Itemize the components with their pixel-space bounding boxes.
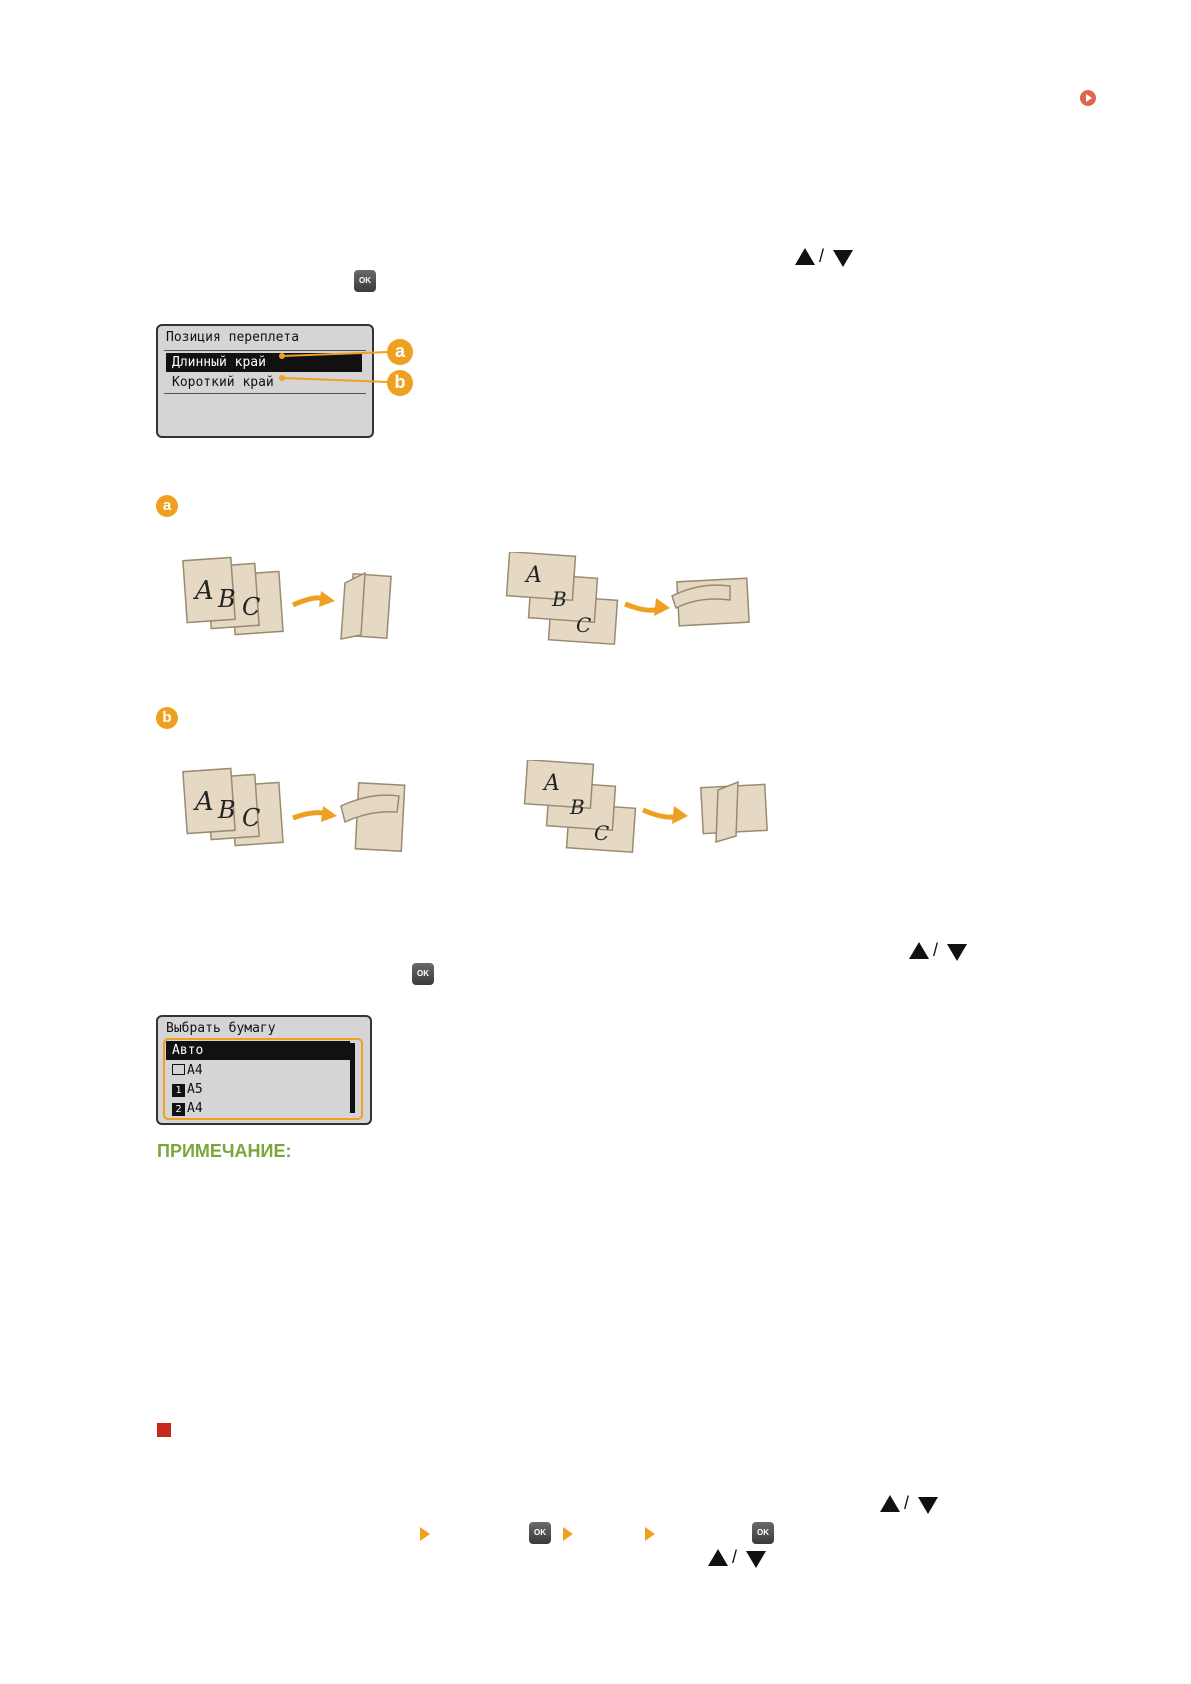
- down-arrow-key-icon: [746, 1551, 766, 1568]
- up-arrow-key-icon: [708, 1549, 728, 1566]
- slash-separator: /: [732, 1547, 738, 1567]
- svg-text:A: A: [193, 576, 214, 606]
- svg-text:B: B: [551, 587, 567, 611]
- svg-text:A: A: [542, 771, 560, 796]
- section-a-badge: a: [156, 495, 178, 517]
- down-arrow-key-icon: [947, 944, 967, 961]
- lcd-list-highlight: [163, 1038, 363, 1120]
- step-arrow-icon: [645, 1527, 655, 1541]
- callout-lines: [279, 351, 389, 383]
- svg-text:B: B: [569, 795, 585, 819]
- lcd-item-long-edge[interactable]: Длинный край: [166, 353, 362, 372]
- callout-badge-a: a: [387, 339, 413, 365]
- up-arrow-key-icon: [880, 1495, 900, 1512]
- slash-separator: /: [904, 1493, 910, 1513]
- ok-key-icon: OK: [529, 1522, 551, 1544]
- section-marker-icon: [157, 1423, 171, 1437]
- svg-text:C: C: [242, 804, 260, 832]
- tray-2-icon: 2: [172, 1103, 185, 1116]
- item-label: A4: [187, 1063, 203, 1078]
- ok-key-icon: OK: [412, 963, 434, 985]
- tray-1-icon: 1: [172, 1084, 185, 1097]
- step-arrow-icon: [563, 1527, 573, 1541]
- lcd-title: Позиция переплета: [166, 330, 300, 345]
- svg-text:A: A: [193, 787, 214, 817]
- item-label: A4: [187, 1101, 203, 1116]
- up-arrow-key-icon: [795, 248, 815, 265]
- down-arrow-key-icon: [918, 1497, 938, 1514]
- callout-badge-b: b: [387, 370, 413, 396]
- svg-text:C: C: [576, 613, 591, 637]
- illustration-landscape-long-edge: A B C: [505, 552, 750, 646]
- item-label: A5: [187, 1082, 203, 1097]
- step-arrow-icon: [420, 1527, 430, 1541]
- ok-key-icon: OK: [752, 1522, 774, 1544]
- lcd-title: Выбрать бумагу: [166, 1021, 276, 1036]
- svg-text:C: C: [242, 593, 260, 621]
- svg-text:A: A: [524, 563, 542, 588]
- drawer-icon: [172, 1064, 185, 1075]
- lcd-item-short-edge[interactable]: Короткий край: [172, 375, 274, 390]
- up-arrow-key-icon: [909, 942, 929, 959]
- svg-text:C: C: [594, 821, 609, 845]
- ok-key-icon: OK: [354, 270, 376, 292]
- lcd-scrollbar[interactable]: [350, 1043, 355, 1113]
- illustration-landscape-short-edge: A B C: [523, 760, 768, 854]
- section-b-badge: b: [156, 707, 178, 729]
- lcd-item-drawer-a4[interactable]: A4: [166, 1061, 350, 1080]
- illustration-portrait-long-edge: A B C: [182, 556, 392, 640]
- down-arrow-key-icon: [833, 250, 853, 267]
- note-title: ПРИМЕЧАНИЕ:: [157, 1141, 292, 1161]
- svg-text:B: B: [217, 585, 236, 613]
- slash-separator: /: [819, 246, 825, 266]
- lcd-item-auto[interactable]: Авто: [166, 1041, 350, 1060]
- illustration-portrait-short-edge: A B C: [182, 767, 406, 852]
- slash-separator: /: [933, 940, 939, 960]
- svg-text:B: B: [217, 796, 236, 824]
- next-page-link-icon[interactable]: [1080, 90, 1096, 106]
